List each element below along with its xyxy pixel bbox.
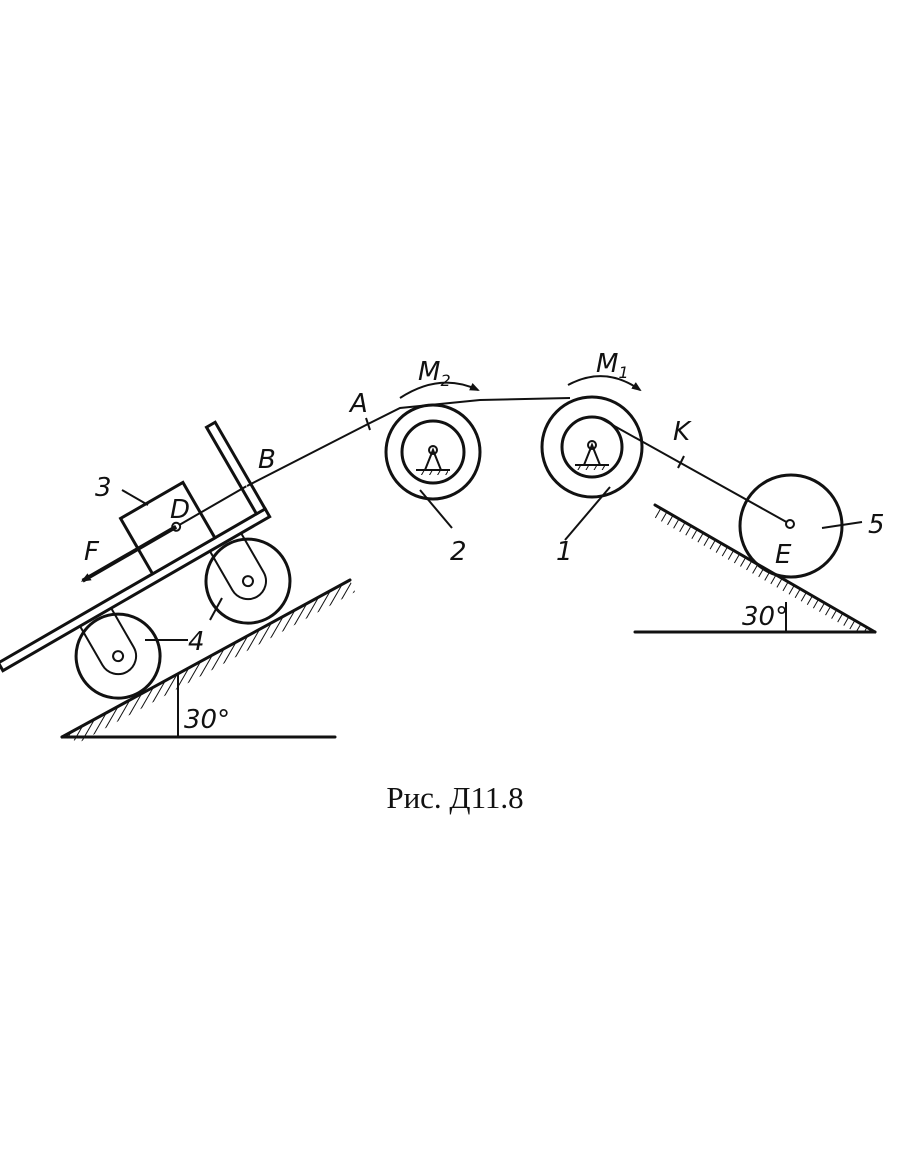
figure-caption: Рис. Д11.8: [386, 780, 524, 815]
angle-label-right: 30°: [742, 602, 788, 632]
roller-5: 5 E: [738, 473, 885, 579]
label-B: B: [258, 445, 276, 475]
label-M2: M2: [418, 357, 451, 390]
label-K: K: [673, 417, 692, 447]
cable: [246, 397, 571, 487]
label-D: D: [170, 495, 190, 525]
label-body-4: 4: [188, 627, 205, 657]
load-block-3: [118, 480, 217, 576]
label-M1: M1: [596, 349, 629, 382]
label-A: A: [348, 389, 368, 419]
pulley-1: M1 1: [540, 349, 644, 567]
label-body-1: 1: [556, 537, 573, 567]
handle: [204, 420, 268, 516]
platform: [0, 506, 272, 673]
label-body-5: 5: [868, 510, 885, 540]
cable-right: [599, 417, 791, 525]
pulley-2: M2 2: [384, 357, 482, 567]
label-E: E: [775, 540, 792, 570]
wheel-rear: [74, 606, 162, 700]
left-incline: 30°: [60, 578, 355, 742]
cart: [0, 420, 292, 700]
label-body-3: 3: [95, 473, 112, 503]
right-incline: 30°: [633, 503, 877, 634]
label-body-2: 2: [450, 537, 467, 567]
wheel-front: [204, 531, 292, 625]
force-F-arrow: [80, 525, 178, 583]
label-F: F: [84, 537, 100, 567]
angle-label-left: 30°: [184, 705, 230, 735]
